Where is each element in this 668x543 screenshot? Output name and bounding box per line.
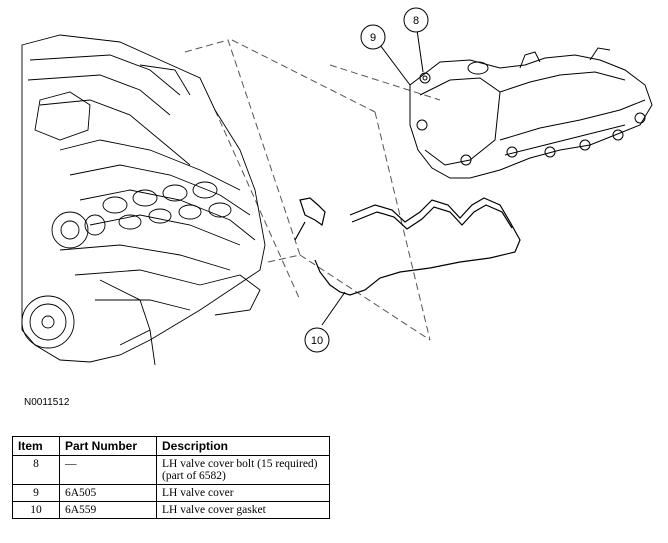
cell-item: 10	[12, 501, 60, 519]
cell-part-number: —	[59, 455, 157, 485]
cell-part-number: 6A505	[59, 484, 157, 502]
header-item: Item	[12, 436, 60, 456]
cell-item: 8	[12, 455, 60, 485]
cell-description: LH valve cover	[156, 484, 330, 502]
engine-exploded-illustration: 8 9 10	[21, 7, 653, 366]
callout-leader-10	[321, 291, 346, 326]
callout-circle-8	[403, 7, 429, 33]
cell-part-number: 6A559	[59, 501, 157, 519]
cell-description: LH valve cover bolt (15 required) (part …	[156, 455, 330, 485]
callout-label-9: 9	[370, 32, 376, 44]
figure-id: N0011512	[24, 397, 70, 408]
valve-cover-drawing	[409, 47, 653, 179]
callout-circle-10	[304, 327, 330, 353]
callout-label-8: 8	[413, 15, 419, 27]
header-part-number: Part Number	[59, 436, 157, 456]
engine-block-drawing	[21, 34, 266, 366]
parts-table-header-row: Item Part Number Description	[12, 436, 330, 456]
header-description: Description	[156, 436, 330, 456]
table-row: 10 6A559 LH valve cover gasket	[12, 501, 330, 519]
table-row: 9 6A505 LH valve cover	[12, 484, 330, 502]
cell-item: 9	[12, 484, 60, 502]
parts-table: Item Part Number Description 8 — LH valv…	[12, 436, 330, 519]
cell-description: LH valve cover gasket	[156, 501, 330, 519]
valve-cover-gasket-drawing	[294, 197, 521, 296]
callout-circle-9	[360, 24, 386, 50]
table-row: 8 — LH valve cover bolt (15 required) (p…	[12, 455, 330, 485]
callout-label-10: 10	[311, 335, 323, 347]
callout-leader-9	[379, 44, 411, 86]
callout-leader-8	[416, 29, 424, 73]
